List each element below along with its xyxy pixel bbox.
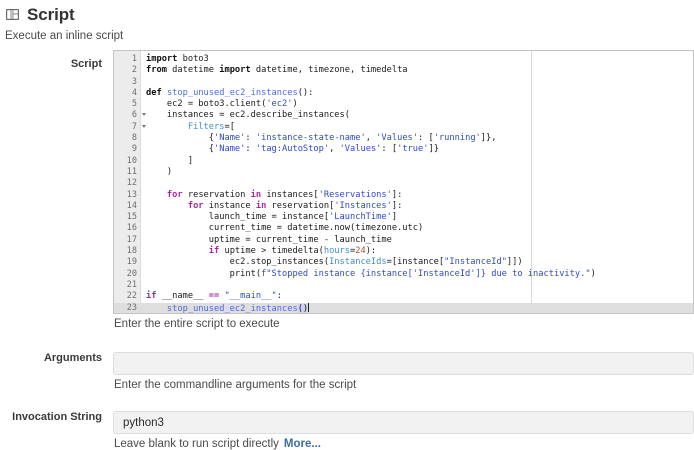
gutter-line: 3 — [131, 76, 137, 87]
code-line: instances = ec2.describe_instances( — [146, 110, 350, 121]
code-line-active: stop_unused_ec2_instances() — [141, 302, 693, 313]
code-line: for instance in reservation['Instances']… — [187, 200, 403, 211]
gutter-line: 1 — [131, 54, 137, 64]
script-control: 1 2 3 4 5 6 7 8 9 10 11 12 13 14 15 16 1… — [113, 50, 694, 330]
invocation-string-help-text: Leave blank to run script directly More..… — [113, 434, 694, 450]
text-cursor — [308, 302, 310, 312]
code-line: print(f"Stopped instance {instance['Inst… — [146, 268, 596, 279]
gutter-line: 11 — [126, 166, 137, 177]
gutter-line: 4 — [131, 87, 137, 98]
code-line: ec2.stop_instances(InstanceIds=[instance… — [146, 257, 523, 268]
invocation-string-input[interactable]: python3 — [113, 411, 694, 434]
code-line: for reservation in instances['Reservatio… — [166, 189, 403, 200]
code-line: current_time = datetime.now(timezone.utc… — [146, 223, 424, 234]
gutter-line: 5 — [131, 99, 137, 110]
gutter-line: 21 — [126, 279, 137, 290]
arguments-label: Arguments — [43, 352, 102, 364]
invocation-string-form-row: Invocation String python3 Leave blank to… — [0, 411, 694, 450]
invocation-string-label: Invocation String — [12, 411, 102, 423]
gutter-line: 15 — [126, 212, 137, 223]
script-code-editor[interactable]: 1 2 3 4 5 6 7 8 9 10 11 12 13 14 15 16 1… — [113, 50, 694, 314]
gutter-line: 17 — [126, 234, 137, 245]
invocation-string-control: python3 Leave blank to run script direct… — [113, 411, 694, 450]
code-line — [141, 77, 693, 88]
script-form-row: Script 1 2 3 4 5 6 7 8 9 10 11 12 13 14 … — [0, 50, 694, 330]
gutter-line-active: 23 — [114, 302, 140, 313]
arguments-input[interactable] — [113, 352, 694, 375]
gutter-line: 2 — [131, 65, 137, 76]
page-subtitle: Execute an inline script — [5, 30, 124, 42]
editor-print-margin-ruler — [531, 51, 532, 313]
gutter-line: 18 — [126, 246, 137, 257]
fold-toggle-icon[interactable] — [142, 113, 146, 117]
code-line — [141, 178, 693, 189]
code-line: from datetime import datetime, timezone,… — [146, 65, 408, 76]
code-line — [141, 280, 693, 291]
code-line: uptime = current_time - launch_time — [146, 234, 392, 245]
spacer — [0, 330, 694, 352]
script-window-icon — [5, 7, 20, 22]
code-line: def stop_unused_ec2_instances(): — [146, 87, 314, 98]
fold-toggle-icon[interactable] — [142, 124, 146, 128]
code-line: {'Name': 'instance-state-name', 'Values'… — [146, 133, 497, 144]
arguments-control: Enter the commandline arguments for the … — [113, 352, 694, 391]
invocation-string-help-label: Leave blank to run script directly — [114, 438, 279, 450]
more-link[interactable]: More... — [283, 438, 321, 450]
code-line: if __name__ == "__main__": — [146, 291, 283, 302]
gutter-line: 8 — [131, 133, 137, 144]
code-line: launch_time = instance['LaunchTime'] — [146, 212, 398, 223]
code-line: if uptime > timedelta(hours=24): — [208, 246, 377, 257]
gutter-line: 12 — [126, 178, 137, 189]
gutter-line: 13 — [126, 189, 137, 200]
gutter-line: 22 — [126, 291, 137, 302]
arguments-form-row: Arguments Enter the commandline argument… — [0, 352, 694, 391]
arguments-help-text: Enter the commandline arguments for the … — [114, 379, 357, 391]
script-help-text: Enter the entire script to execute — [114, 318, 280, 330]
editor-line-number-gutter: 1 2 3 4 5 6 7 8 9 10 11 12 13 14 15 16 1… — [114, 51, 146, 313]
code-line: ec2 = boto3.client('ec2') — [146, 99, 298, 110]
gutter-line: 6 — [114, 110, 146, 121]
gutter-line: 10 — [126, 155, 137, 166]
page-header: Script — [0, 0, 694, 23]
gutter-line: 9 — [131, 144, 137, 155]
gutter-line: 20 — [126, 268, 137, 279]
page-title: Script — [27, 5, 75, 24]
gutter-line: 19 — [126, 257, 137, 268]
spacer — [0, 391, 694, 411]
code-line: ] — [146, 155, 194, 166]
gutter-line: 14 — [126, 200, 137, 211]
script-label: Script — [70, 58, 102, 70]
code-line: import boto3 — [146, 54, 209, 64]
code-line: Filters=[ — [187, 121, 235, 132]
gutter-line: 7 — [114, 122, 146, 133]
editor-code-area[interactable]: import boto3 from datetime import dateti… — [141, 51, 693, 313]
code-line: {'Name': 'tag:AutoStop', 'Values': ['tru… — [146, 144, 439, 155]
gutter-line: 16 — [126, 223, 137, 234]
code-line: ) — [146, 166, 173, 177]
